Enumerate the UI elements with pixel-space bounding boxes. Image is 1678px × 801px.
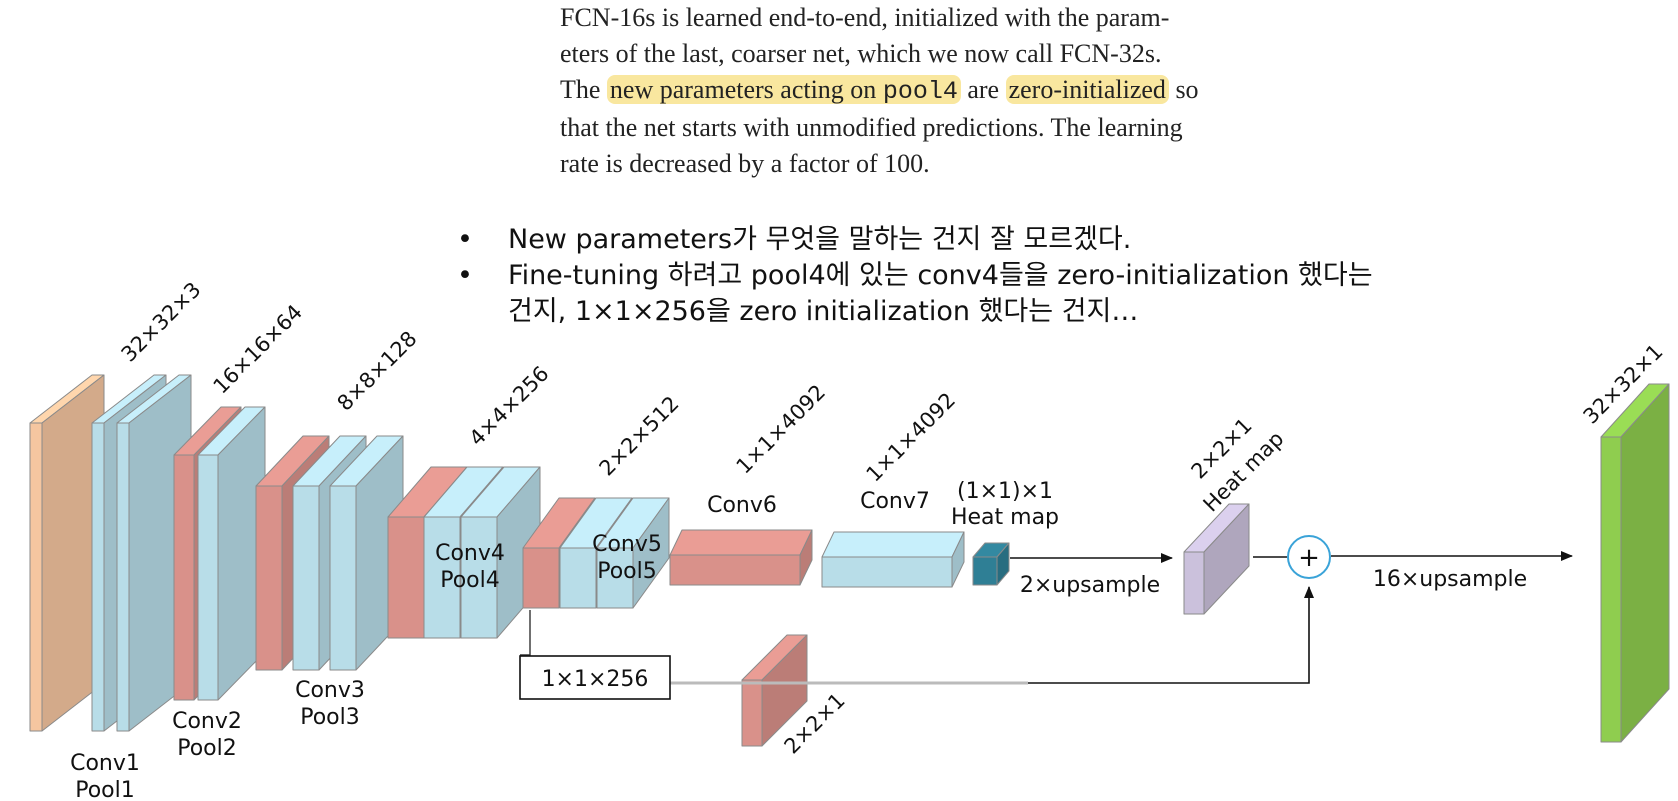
block-conv3-a-front xyxy=(292,485,320,671)
block-conv1-b-front xyxy=(116,422,130,732)
excerpt-word-the: The xyxy=(560,75,601,104)
layer-labels: Conv1 Pool1 Conv2 Pool2 Conv3 Pool3 Conv… xyxy=(70,479,1527,801)
block-output-side xyxy=(1620,383,1670,743)
block-conv4-a-front xyxy=(423,516,461,639)
label-pool3: Pool3 xyxy=(300,705,360,730)
bullet-2-text-line-1: Fine-tuning 하려고 pool4에 있는 conv4들을 zero-i… xyxy=(508,260,1373,291)
block-conv5-a-front xyxy=(559,547,597,609)
paper-excerpt: FCN-16s is learned end-to-end, initializ… xyxy=(560,0,1280,182)
block-conv5-b-front xyxy=(596,547,634,609)
block-heatmap2-front xyxy=(1183,551,1205,615)
label-up2: 2×upsample xyxy=(1020,573,1160,598)
dim-label-5: 2×2×512 xyxy=(595,391,684,480)
arrow-skip-to-plus xyxy=(1028,586,1314,684)
excerpt-line-3: The new parameters acting on pool4 are z… xyxy=(560,72,1280,110)
block-conv6-front xyxy=(669,554,801,586)
label-up16: 16×upsample xyxy=(1373,567,1527,592)
skip-conv-box xyxy=(519,655,671,700)
label-pool2: Pool2 xyxy=(177,736,237,761)
plus-icon: + xyxy=(1298,543,1320,573)
bullet-2-text-line-2: 건지, 1×1×256을 zero initialization 했다는 건지… xyxy=(508,296,1139,327)
block-pool3-front xyxy=(387,516,425,639)
label-pool1: Pool1 xyxy=(75,778,135,801)
label-conv7: Conv7 xyxy=(860,489,930,514)
block-output-front xyxy=(1600,436,1622,743)
excerpt-line-1: FCN-16s is learned end-to-end, initializ… xyxy=(560,3,1170,32)
block-skip-score-front xyxy=(741,679,763,747)
bullet-marker: • xyxy=(457,260,473,291)
bullet-1: • New parameters가 무엇을 말하는 건지 잘 모르겠다. xyxy=(455,222,1455,258)
label-conv2: Conv2 xyxy=(172,709,242,734)
block-conv4-b-front xyxy=(460,516,498,639)
block-conv7-front xyxy=(821,556,953,588)
block-conv7-top xyxy=(821,531,965,558)
label-conv5: Conv5 xyxy=(592,532,662,557)
excerpt-line-5: rate is decreased by a factor of 100. xyxy=(560,149,930,178)
block-conv6-top xyxy=(669,529,813,556)
label-conv1: Conv1 xyxy=(70,751,140,776)
layer-blocks xyxy=(29,374,1670,747)
label-heat1-a: (1×1)×1 xyxy=(957,479,1053,504)
label-conv3: Conv3 xyxy=(295,678,365,703)
dim-label-6: 1×1×4092 xyxy=(732,380,831,479)
bullet-1-text: New parameters가 무엇을 말하는 건지 잘 모르겠다. xyxy=(508,224,1132,255)
excerpt-word-so: so xyxy=(1175,75,1199,104)
block-input-front xyxy=(29,422,43,732)
dim-label-3: 8×8×128 xyxy=(333,326,422,415)
dim-label-7: 1×1×4092 xyxy=(862,388,961,487)
excerpt-word-are: are xyxy=(967,75,1000,104)
dim-label-2: 16×16×64 xyxy=(209,300,308,399)
label-conv4: Conv4 xyxy=(435,541,505,566)
highlight-new-parameters: new parameters acting on pool4 xyxy=(606,75,961,106)
dim-label-1: 32×32×3 xyxy=(117,277,206,366)
label-pool4: Pool4 xyxy=(440,568,500,593)
label-pool5: Pool5 xyxy=(597,559,657,584)
bullet-2: • Fine-tuning 하려고 pool4에 있는 conv4들을 zero… xyxy=(455,258,1455,330)
bullet-marker: • xyxy=(457,224,473,255)
block-conv3-b-front xyxy=(329,485,357,671)
highlight-zero-initialized: zero-initialized xyxy=(1005,75,1169,104)
line-pool4-to-skip-box xyxy=(520,610,531,656)
block-pool4-front xyxy=(522,547,560,609)
skip-box-label: 1×1×256 xyxy=(542,667,649,692)
block-pool2-front xyxy=(255,485,283,671)
dim-label-4: 4×4×256 xyxy=(465,361,554,450)
excerpt-line-2: eters of the last, coarser net, which we… xyxy=(560,39,1162,68)
block-pool1-front xyxy=(173,454,195,701)
sum-node xyxy=(1287,535,1331,579)
excerpt-line-4: that the net starts with unmodified pred… xyxy=(560,113,1183,142)
label-conv6: Conv6 xyxy=(707,493,777,518)
connections xyxy=(520,551,1573,685)
block-heatmap1-front xyxy=(972,556,998,586)
block-conv2-a-front xyxy=(197,454,219,701)
code-pool4: pool4 xyxy=(882,77,958,106)
highlight-text-1: new parameters acting on xyxy=(609,75,877,104)
block-conv1-a-front xyxy=(91,422,105,732)
question-notes: • New parameters가 무엇을 말하는 건지 잘 모르겠다. • F… xyxy=(455,222,1455,330)
label-heat1-b: Heat map xyxy=(951,505,1059,530)
